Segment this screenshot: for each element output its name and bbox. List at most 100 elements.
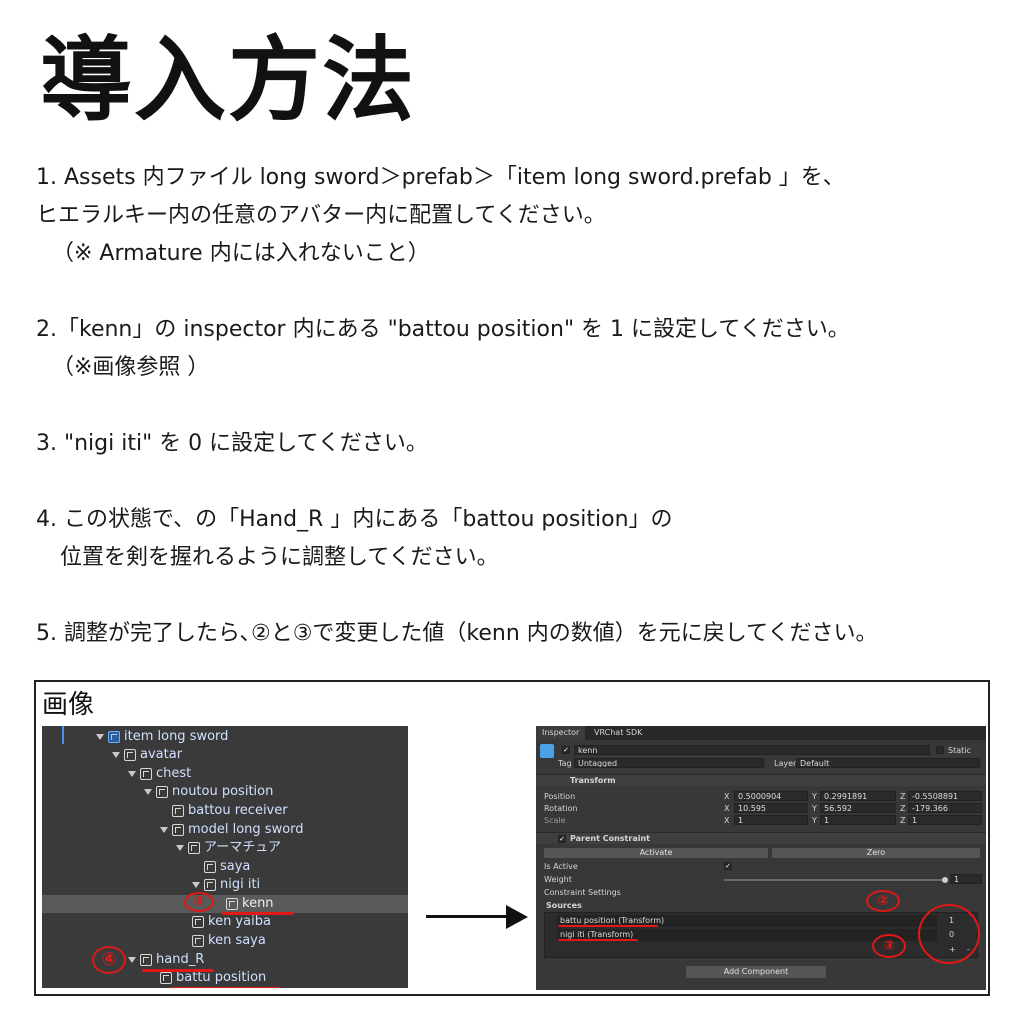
axis-z: Z (900, 816, 906, 825)
is-active-label: Is Active (544, 862, 578, 871)
source-row-nigi-iti[interactable]: nigi iti (Transform) (557, 929, 937, 941)
tag-label: Tag (558, 759, 572, 768)
axis-x: X (724, 816, 730, 825)
scale-x-field[interactable]: 1 (734, 815, 808, 825)
prefab-icon (108, 731, 120, 743)
annotation-underline-nigi-source (558, 939, 638, 941)
axis-z: Z (900, 792, 906, 801)
is-active-checkbox[interactable]: ✓ (724, 862, 732, 870)
expand-triangle-icon[interactable] (192, 882, 200, 888)
expand-triangle-icon[interactable] (128, 771, 136, 777)
figure-label: 画像 (42, 690, 95, 720)
expand-triangle-icon[interactable] (160, 827, 168, 833)
hierarchy-item-kenn-selected[interactable]: kenn (42, 895, 408, 913)
instruction-line-6: 3. "nigi iti" を 0 に設定してください。 (36, 431, 428, 456)
axis-y: Y (812, 804, 817, 813)
position-x-field[interactable]: 0.5000904 (734, 791, 808, 801)
hierarchy-item-armature[interactable]: アーマチュア (176, 839, 281, 857)
transform-header[interactable]: Transform (536, 774, 986, 786)
scale-y-field[interactable]: 1 (820, 815, 896, 825)
instruction-line-3: （※ Armature 内には入れないこと） (52, 241, 430, 266)
gameobject-icon (192, 935, 204, 947)
rotation-z-field[interactable]: -179.366 (908, 803, 982, 813)
layer-label: Layer (774, 759, 797, 768)
page-title: 導入方法 (40, 27, 417, 134)
gameobject-icon (540, 744, 554, 758)
weight-slider-knob[interactable] (942, 877, 948, 883)
instruction-line-2: ヒエラルキー内の任意のアバター内に配置してください。 (36, 203, 606, 228)
hierarchy-item-battou-receiver[interactable]: battou receiver (172, 802, 288, 820)
weight-field[interactable]: 1 (950, 874, 982, 884)
static-label: Static (948, 746, 971, 755)
hierarchy-item-battu-position[interactable]: battu position (160, 969, 266, 987)
hierarchy-item-saya[interactable]: saya (204, 858, 250, 876)
gameobject-icon (124, 749, 136, 761)
scale-label: Scale (544, 816, 566, 825)
hierarchy-item-item-long-sword[interactable]: item long sword (96, 728, 228, 746)
expand-triangle-icon[interactable] (144, 789, 152, 795)
hierarchy-item-chest[interactable]: chest (128, 765, 191, 783)
gameobject-icon (140, 954, 152, 966)
hierarchy-item-model-long-sword[interactable]: model long sword (160, 821, 304, 839)
layer-dropdown[interactable]: Default (796, 758, 980, 768)
sources-list: battu position (Transform) 1 nigi iti (T… (544, 912, 978, 958)
position-z-field[interactable]: -0.5508891 (908, 791, 982, 801)
tag-dropdown[interactable]: Untagged (574, 758, 764, 768)
axis-z: Z (900, 804, 906, 813)
inspector-panel: Inspector VRChat SDK ✓ kenn Static Tag U… (536, 726, 986, 990)
hierarchy-item-ken-yaiba[interactable]: ken yaiba (192, 913, 271, 931)
rotation-x-field[interactable]: 10.595 (734, 803, 808, 813)
instruction-line-7: 4. この状態で、の「Hand_R 」内にある「battou position」… (36, 507, 673, 532)
scale-z-field[interactable]: 1 (908, 815, 982, 825)
activate-button[interactable]: Activate (544, 848, 768, 858)
arrow-right-icon (506, 905, 528, 929)
hierarchy-item-hand-r[interactable]: hand_R (128, 951, 204, 969)
hierarchy-item-avatar[interactable]: avatar (112, 746, 182, 764)
annotation-underline-battu-position (170, 987, 280, 988)
rotation-y-field[interactable]: 56.592 (820, 803, 896, 813)
expand-triangle-icon[interactable] (112, 752, 120, 758)
gameobject-icon (192, 916, 204, 928)
annotation-circle-3: ③ (184, 892, 214, 912)
annotation-circle-weights (918, 904, 980, 964)
arrow-shaft (426, 915, 514, 918)
hierarchy-item-ken-saya[interactable]: ken saya (192, 932, 266, 950)
add-component-button[interactable]: Add Component (686, 966, 826, 978)
parent-constraint-header[interactable]: ✓ Parent Constraint (536, 832, 986, 844)
instruction-line-4: 2.「kenn」の inspector 内にある "battou positio… (36, 317, 850, 342)
tab-inspector[interactable]: Inspector (536, 726, 586, 740)
axis-y: Y (812, 816, 817, 825)
parent-constraint-title: Parent Constraint (570, 834, 650, 843)
static-checkbox[interactable] (936, 746, 944, 754)
inspector-tab-bar: Inspector VRChat SDK (536, 726, 986, 740)
hierarchy-item-nigi-iti[interactable]: nigi iti (192, 876, 260, 894)
expand-triangle-icon[interactable] (176, 845, 184, 851)
gameobject-icon (172, 805, 184, 817)
position-label: Position (544, 792, 576, 801)
annotation-circle-3b: ③ (872, 934, 906, 958)
gameobject-icon (172, 824, 184, 836)
weight-slider[interactable] (724, 879, 946, 881)
figure-box: 画像 item long sword avatar chest noutou p… (34, 680, 990, 996)
object-name-field[interactable]: kenn (574, 745, 930, 755)
axis-x: X (724, 804, 730, 813)
hierarchy-item-noutou-position[interactable]: noutou position (144, 783, 273, 801)
transform-title: Transform (570, 776, 616, 785)
position-y-field[interactable]: 0.2991891 (820, 791, 896, 801)
annotation-underline-battu-source (558, 925, 658, 927)
constraint-settings-label[interactable]: Constraint Settings (544, 888, 621, 897)
zero-button[interactable]: Zero (772, 848, 980, 858)
sources-label: Sources (546, 901, 582, 910)
weight-label: Weight (544, 875, 572, 884)
annotation-circle-2: ② (866, 890, 900, 912)
annotation-circle-4: ④ (92, 946, 126, 974)
hierarchy-panel: item long sword avatar chest noutou posi… (42, 726, 408, 988)
active-checkbox[interactable]: ✓ (562, 746, 570, 754)
source-row-battu-position[interactable]: battu position (Transform) (557, 915, 937, 927)
constraint-enabled-checkbox[interactable]: ✓ (558, 835, 566, 843)
gameobject-icon (204, 879, 216, 891)
gameobject-icon (160, 972, 172, 984)
expand-triangle-icon[interactable] (96, 734, 104, 740)
expand-triangle-icon[interactable] (128, 957, 136, 963)
tab-vrchat-sdk[interactable]: VRChat SDK (594, 728, 643, 737)
